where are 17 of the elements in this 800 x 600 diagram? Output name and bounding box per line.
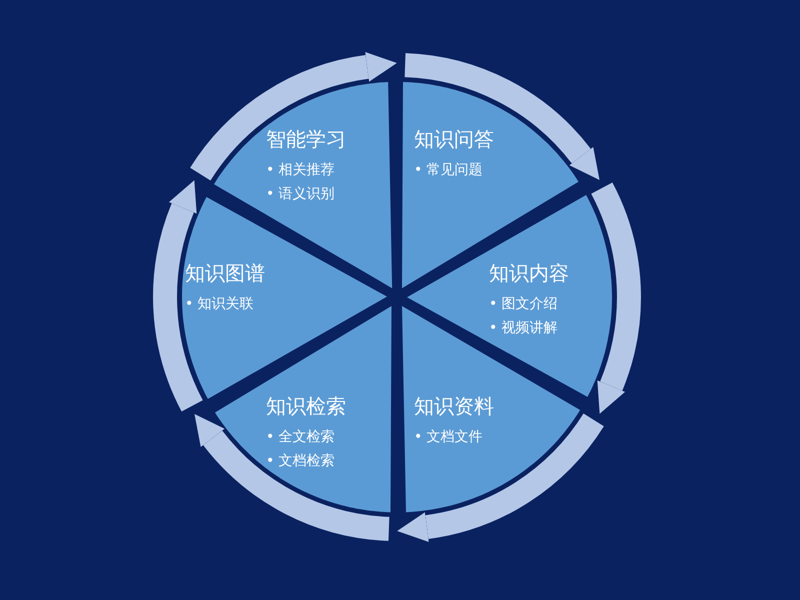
pie-sector — [402, 82, 579, 288]
list-item: • 常见问题 — [414, 160, 483, 180]
sector-title: 知识图谱 — [184, 260, 265, 286]
list-item: • 图文介绍 — [489, 294, 558, 314]
sector-title: 知识资料 — [414, 392, 494, 419]
list-item: • 语义识别 — [266, 184, 335, 204]
pie-sector — [407, 194, 612, 397]
sector-title: 知识检索 — [266, 392, 346, 419]
list-item: • 相关推荐 — [266, 160, 335, 180]
sector-title: 知识内容 — [489, 260, 569, 286]
list-item: • 文档文件 — [414, 428, 483, 447]
sector-title: 知识问答 — [414, 126, 494, 152]
list-item: • 文档检索 — [266, 452, 335, 471]
list-item: • 全文检索 — [266, 428, 335, 447]
list-item: • 知识关联 — [184, 294, 254, 314]
list-item: • 视频讲解 — [489, 318, 558, 338]
sector-title: 智能学习 — [266, 126, 346, 152]
